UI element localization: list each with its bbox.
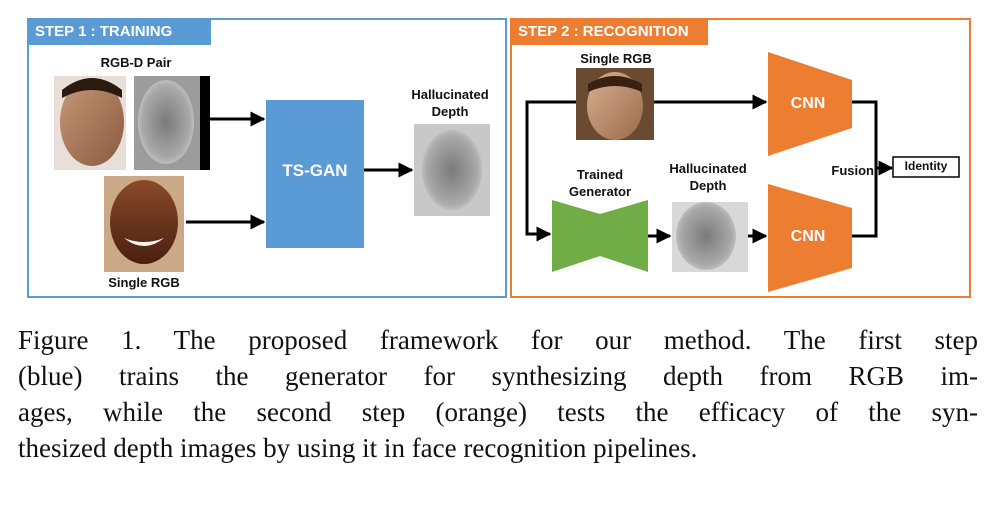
figure-caption: Figure 1. The proposed framework for our… — [18, 322, 978, 466]
tsgan-label: TS-GAN — [282, 161, 348, 180]
step1-title: STEP 1 : TRAINING — [27, 18, 211, 45]
identity-label: Identity — [904, 159, 948, 173]
single-rgb-label-step2: Single RGB — [580, 51, 652, 66]
hallucinated-depth-label-step1: Hallucinated Depth — [411, 87, 489, 119]
fusion-label: Fusion — [831, 163, 874, 178]
single-rgb-face-image-step2 — [576, 68, 654, 140]
step2-title: STEP 2 : RECOGNITION — [510, 18, 708, 45]
cnn-top-label: CNN — [790, 95, 826, 112]
cnn-bottom-label: CNN — [790, 228, 826, 245]
hallucinated-depth-image-step1 — [414, 124, 490, 216]
step2-panel: STEP 2 : RECOGNITION — [510, 18, 971, 298]
caption-line-1: Figure 1. The proposed framework for our… — [18, 325, 978, 355]
caption-line-2: (blue) trains the generator for synthesi… — [18, 361, 978, 391]
caption-line-4: thesized depth images by using it in fac… — [18, 433, 698, 463]
arrow-rgb-to-generator — [525, 100, 576, 242]
tsgan-box — [266, 100, 364, 248]
step1-panel: STEP 1 : TRAINING — [27, 18, 507, 298]
rgbd-pair-label: RGB-D Pair — [100, 55, 172, 70]
cnn-bottom-shape — [768, 184, 852, 292]
framework-diagram — [54, 52, 960, 292]
hallucinated-depth-image-step2 — [672, 202, 748, 272]
single-rgb-face-image-step1 — [104, 176, 184, 272]
trained-generator-label: Trained Generator — [568, 167, 632, 199]
identity-box — [892, 156, 960, 178]
caption-line-3: ages, while the second step (orange) tes… — [18, 397, 978, 427]
rgbd-depth-face-image — [134, 76, 210, 170]
trained-generator-shape — [552, 200, 648, 272]
single-rgb-label-step1: Single RGB — [108, 275, 180, 290]
hallucinated-depth-label-step2: Hallucinated Depth — [669, 161, 747, 193]
rgbd-rgb-face-image — [54, 76, 126, 170]
cnn-top-shape — [768, 52, 852, 156]
